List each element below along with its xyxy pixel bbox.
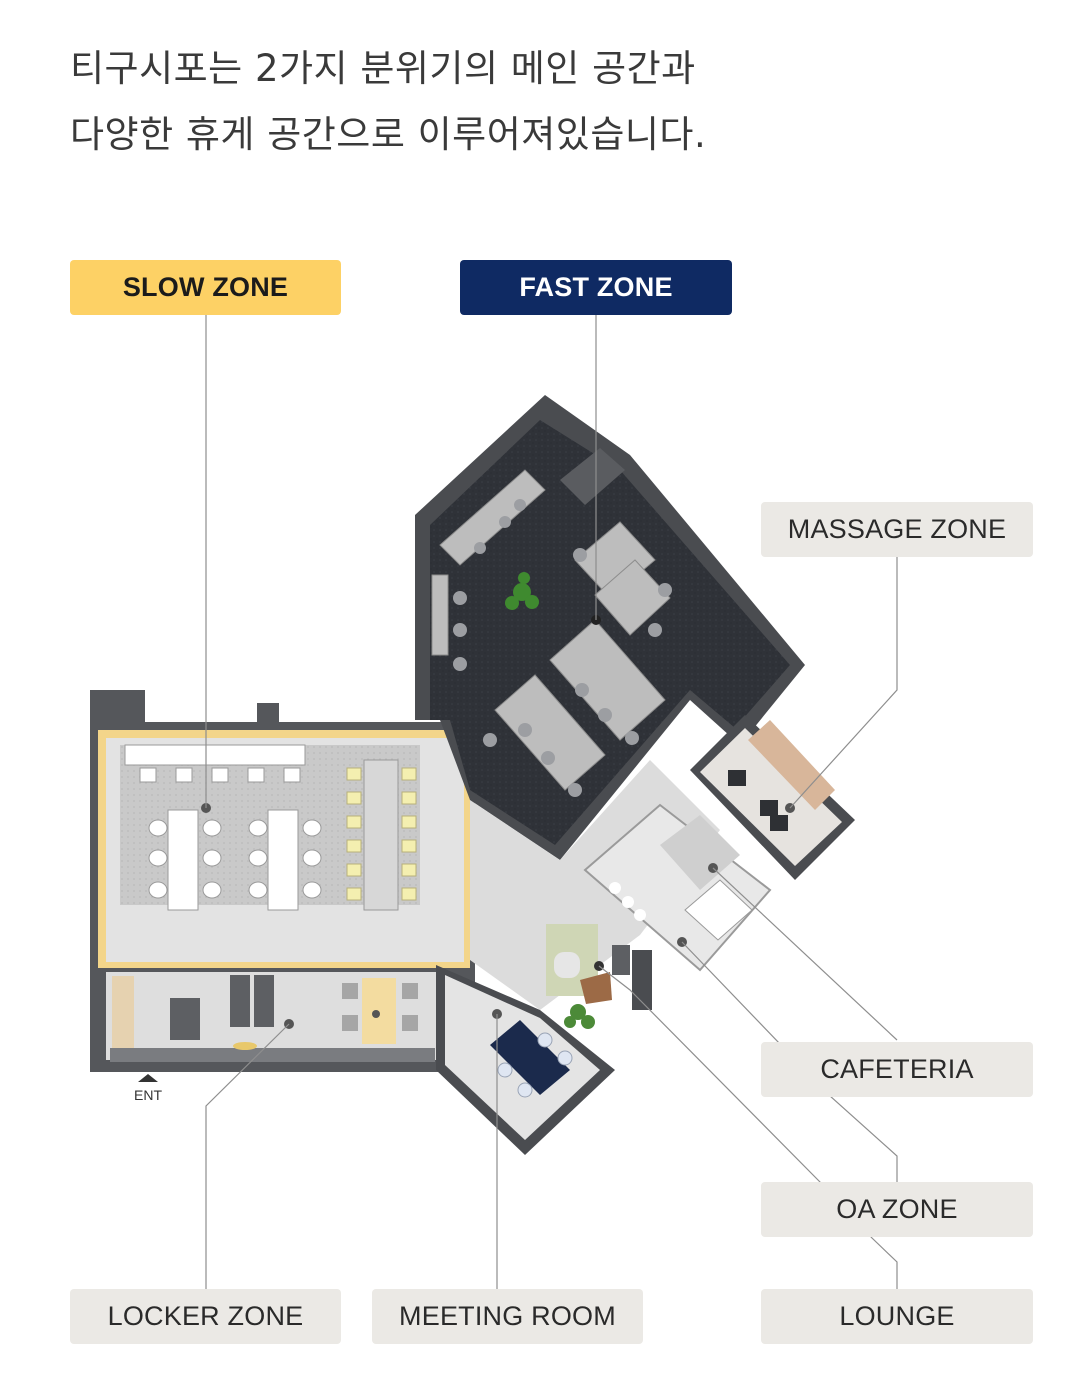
oa-zone-label: OA ZONE <box>836 1194 958 1224</box>
headline: 티구시포는 2가지 분위기의 메인 공간과 다양한 휴게 공간으로 이루어져있습… <box>70 36 706 168</box>
fast-zone-area <box>415 395 805 860</box>
leader-massage-zone <box>789 557 898 809</box>
headline-line-1: 티구시포는 2가지 분위기의 메인 공간과 <box>70 47 696 90</box>
leader-oa-zone <box>681 941 898 1182</box>
massage-zone-area <box>690 715 855 880</box>
leader-cafeteria <box>712 867 898 1041</box>
locker-zone-tag: LOCKER ZONE <box>70 1289 341 1344</box>
cafeteria-label: CAFETERIA <box>820 1054 974 1084</box>
locker-zone-area <box>106 972 436 1062</box>
entrance-label: ENT <box>134 1087 162 1103</box>
slow-zone-tag: SLOW ZONE <box>70 260 341 315</box>
lounge-area <box>546 924 652 1029</box>
leader-lounge <box>598 965 898 1290</box>
oa-zone-tag: OA ZONE <box>761 1182 1033 1237</box>
massage-zone-tag: MASSAGE ZONE <box>761 502 1033 557</box>
slow-zone-label: SLOW ZONE <box>122 272 289 302</box>
entrance-arrow-icon <box>138 1074 158 1082</box>
lounge-tag: LOUNGE <box>761 1289 1033 1344</box>
meeting-room-label: MEETING ROOM <box>399 1301 616 1331</box>
leader-lines <box>205 315 898 1290</box>
cafeteria-tag: CAFETERIA <box>761 1042 1033 1097</box>
meeting-room-tag: MEETING ROOM <box>372 1289 643 1344</box>
leader-locker-zone <box>205 1023 290 1290</box>
headline-line-2: 다양한 휴게 공간으로 이루어져있습니다. <box>70 113 707 156</box>
locker-zone-label: LOCKER ZONE <box>107 1301 304 1331</box>
fast-zone-tag: FAST ZONE <box>460 260 732 315</box>
lounge-label: LOUNGE <box>839 1301 955 1331</box>
massage-zone-label: MASSAGE ZONE <box>787 514 1007 544</box>
meeting-room-area <box>436 965 615 1155</box>
fast-zone-label: FAST ZONE <box>519 272 673 302</box>
